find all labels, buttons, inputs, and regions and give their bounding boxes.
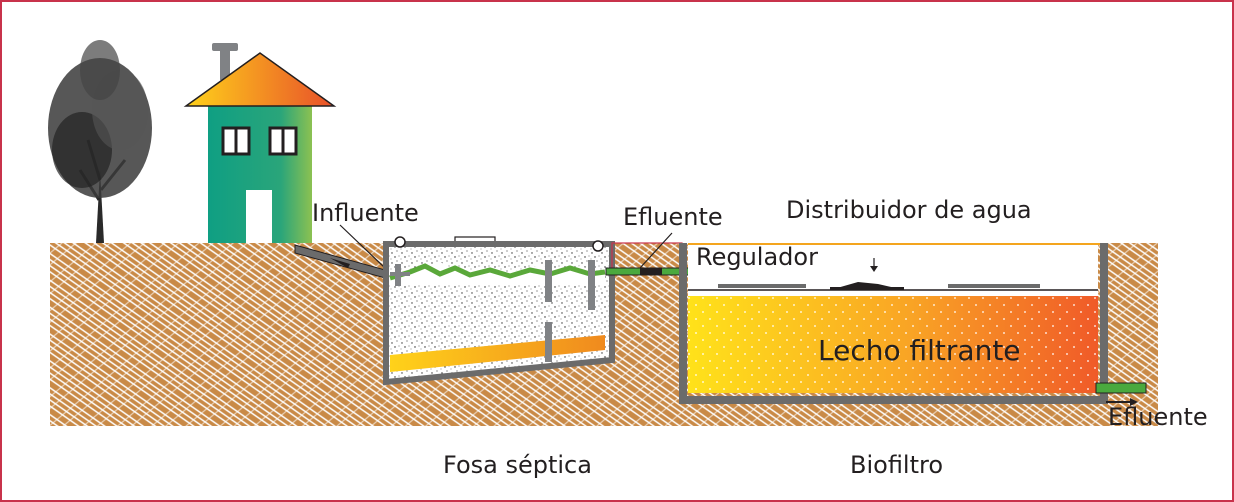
flow-arrow-icon [330,258,350,268]
effluent-tank-label: Efluente [623,203,723,231]
effluent-out-label: Efluente [1108,403,1208,431]
distributor-label: Distribuidor de agua [786,196,1032,224]
tree-icon [48,40,152,243]
influent-label: Influente [312,199,419,227]
septic-tank [383,236,615,386]
biofilter-tank [679,243,1108,404]
chimney-icon [220,50,230,80]
outlet-pipe [1095,382,1147,406]
septic-tank-label: Fosa séptica [443,451,592,479]
biofilter-label: Biofiltro [850,451,944,479]
house-icon [183,43,337,243]
filter-bed-label: Lecho filtrante [818,334,1021,367]
regulator-label: Regulador [696,243,818,271]
